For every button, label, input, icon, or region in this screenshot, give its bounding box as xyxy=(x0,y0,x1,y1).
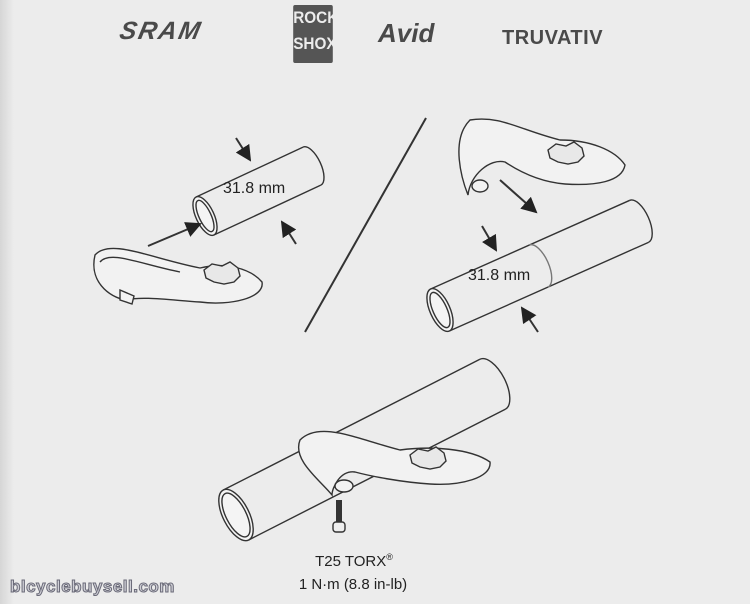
torque-label: 1 N·m (8.8 in-lb) xyxy=(298,576,408,593)
step3-mount xyxy=(297,430,491,497)
step2-tube xyxy=(426,199,653,333)
arrow-icon xyxy=(481,225,498,252)
torx-bolt-icon xyxy=(332,500,346,533)
rockshox-line2: SHOX xyxy=(293,34,337,53)
arrow-icon xyxy=(280,220,297,245)
step2-mount xyxy=(458,118,626,196)
watermark: blcyclebuysell.com xyxy=(10,577,175,597)
arrow-icon xyxy=(235,137,252,162)
step1-dimension-label: 31.8 mm xyxy=(223,180,286,197)
arrow-icon xyxy=(147,222,202,247)
rockshox-logo: ROCK SHOX xyxy=(293,5,339,63)
avid-logo: Avid xyxy=(378,18,435,48)
page-edge-shadow xyxy=(0,0,14,604)
arrow-icon xyxy=(520,306,539,333)
truvativ-logo: TRUVATIV xyxy=(502,27,604,49)
step1-tube xyxy=(192,146,325,237)
registered-mark: ® xyxy=(386,552,393,562)
step2-dimension-label: 31.8 mm xyxy=(468,267,531,284)
tool-name: T25 TORX xyxy=(315,553,387,570)
step1-mount xyxy=(93,247,263,305)
step-divider xyxy=(304,117,427,333)
tool-label: T25 TORX® xyxy=(279,552,429,570)
rockshox-line1: ROCK xyxy=(293,8,339,27)
arrow-icon xyxy=(499,179,538,214)
